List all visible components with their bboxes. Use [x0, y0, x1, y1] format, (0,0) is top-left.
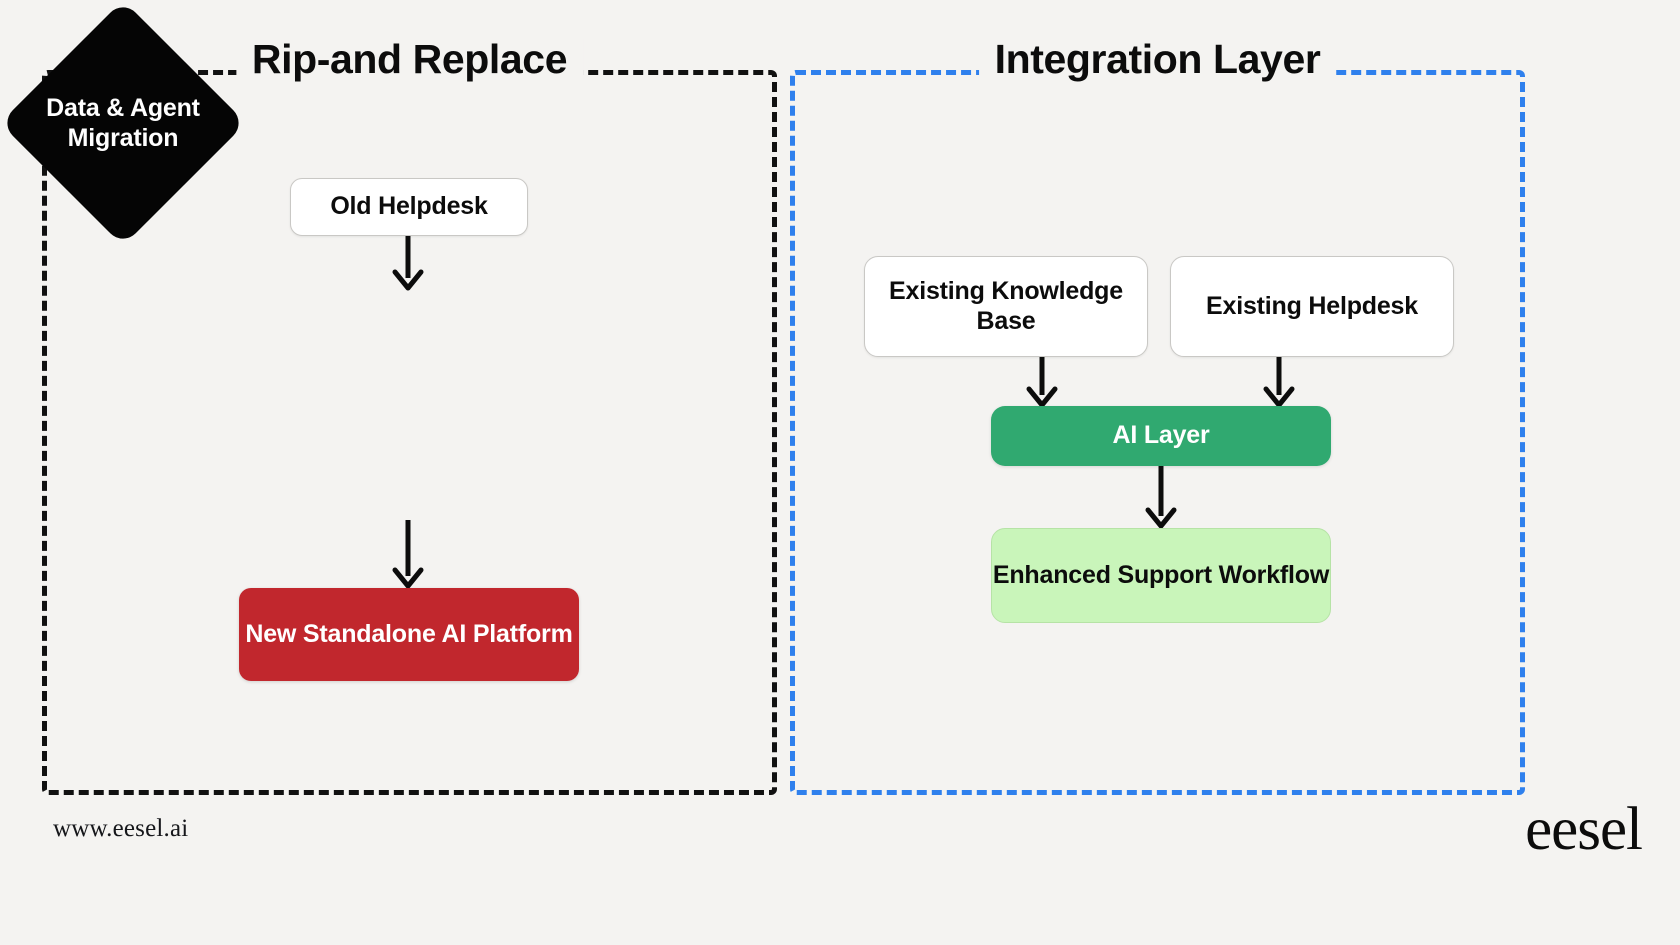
node-existing-helpdesk[interactable]: Existing Helpdesk [1170, 256, 1454, 357]
node-existing-knowledge-base[interactable]: Existing Knowledge Base [864, 256, 1148, 357]
footer-website-url: www.eesel.ai [53, 815, 189, 842]
node-data-agent-migration-label: Data & Agent Migration [46, 94, 200, 152]
eesel-logo: eesel [1525, 796, 1643, 863]
panel-title-integration-layer: Integration Layer [978, 39, 1337, 80]
panel-rip-and-replace: Rip-and Replace [42, 39, 777, 795]
node-enhanced-support-workflow[interactable]: Enhanced Support Workflow [991, 528, 1331, 623]
node-ai-layer-label: AI Layer [1112, 421, 1210, 450]
panel-integration-layer: Integration Layer [790, 39, 1525, 795]
node-old-helpdesk[interactable]: Old Helpdesk [290, 178, 528, 236]
node-existing-helpdesk-label: Existing Helpdesk [1206, 291, 1418, 320]
node-enhanced-support-workflow-label: Enhanced Support Workflow [992, 560, 1330, 589]
node-ai-layer[interactable]: AI Layer [991, 406, 1331, 466]
node-data-agent-migration[interactable]: Data & Agent Migration [0, 0, 247, 247]
node-existing-knowledge-base-label: Existing Knowledge Base [889, 277, 1123, 335]
panel-title-rip-and-replace: Rip-and Replace [235, 39, 584, 80]
node-new-standalone-ai-platform-label: New Standalone AI Platform [245, 619, 573, 648]
node-new-standalone-ai-platform[interactable]: New Standalone AI Platform [239, 588, 579, 681]
node-old-helpdesk-label: Old Helpdesk [330, 192, 488, 221]
